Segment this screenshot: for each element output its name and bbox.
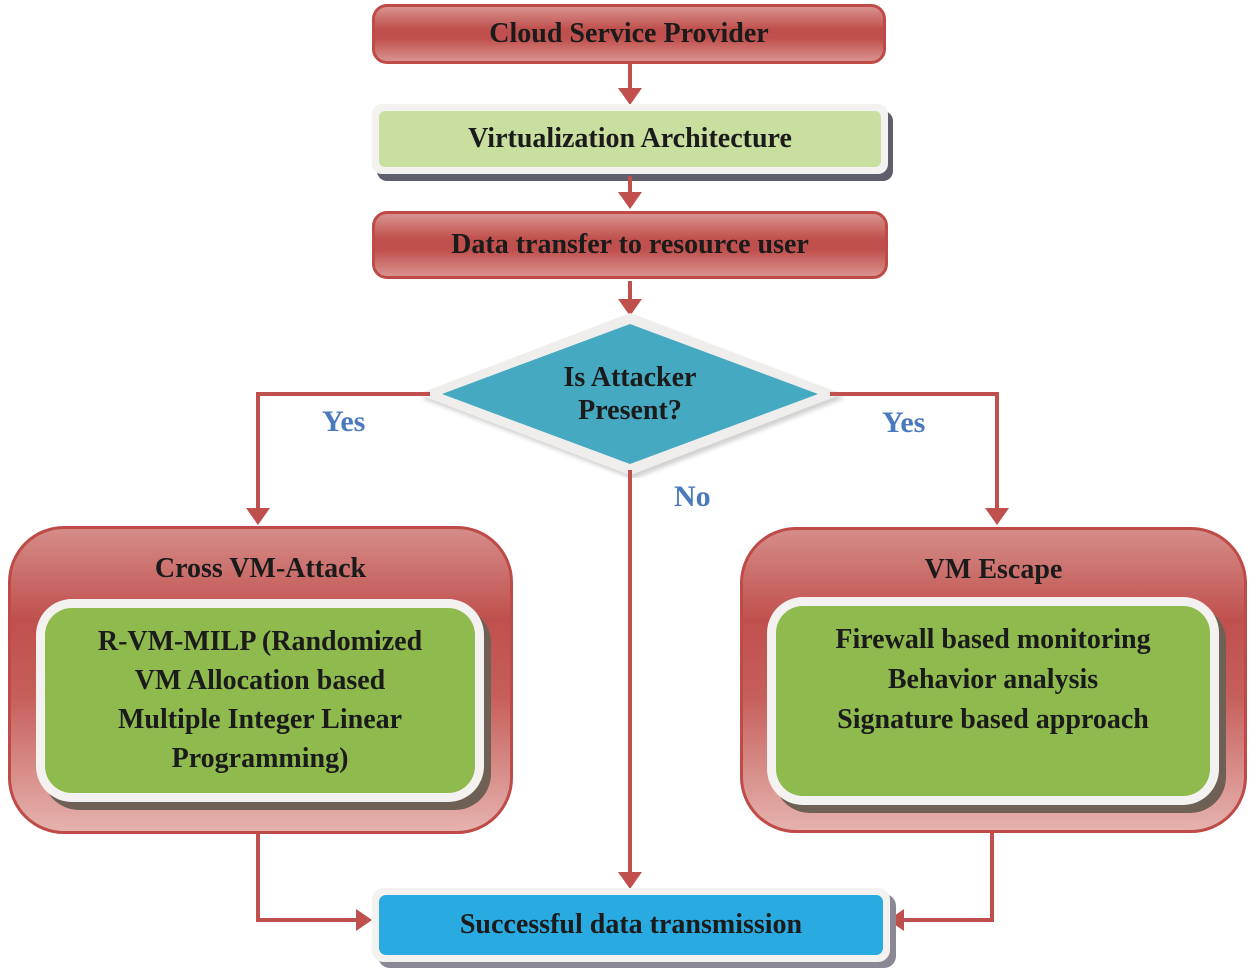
connector-line — [904, 918, 994, 922]
node-vm-escape-detail: Firewall based monitoring Behavior analy… — [776, 606, 1210, 796]
arrowhead-down — [246, 508, 270, 525]
node-data-transfer-label: Data transfer to resource user — [451, 229, 809, 260]
node-cross-vm-attack-detail: R-VM-MILP (Randomized VM Allocation base… — [45, 608, 475, 793]
node-cloud-service-provider: Cloud Service Provider — [372, 4, 886, 64]
node-vm-escape-title: VM Escape — [924, 554, 1063, 585]
node-successful-transmission-fill: Successful data transmission — [379, 895, 883, 955]
arrowhead-right — [356, 909, 372, 931]
decision-line1: Is Attacker — [563, 362, 697, 393]
node-cloud-service-provider-label: Cloud Service Provider — [489, 18, 769, 49]
node-virtualization-architecture-fill: Virtualization Architecture — [379, 111, 881, 167]
detail-line: Signature based approach — [837, 704, 1149, 735]
connector-line — [628, 176, 632, 194]
connector-line — [830, 392, 999, 396]
connector-line — [256, 392, 430, 396]
node-successful-transmission: Successful data transmission — [372, 888, 890, 962]
connector-line — [256, 834, 260, 922]
node-virtualization-architecture: Virtualization Architecture — [372, 104, 888, 174]
arrowhead-down — [618, 192, 642, 209]
arrowhead-down — [618, 88, 642, 105]
node-virtualization-architecture-label: Virtualization Architecture — [468, 123, 792, 154]
node-cross-vm-attack-title: Cross VM-Attack — [154, 553, 367, 584]
node-decision-diamond: Is Attacker Present? — [415, 310, 845, 478]
edge-label-yes-right: Yes — [882, 406, 926, 439]
decision-diamond-shape — [418, 313, 842, 475]
node-cross-vm-attack-panel: R-VM-MILP (Randomized VM Allocation base… — [36, 599, 484, 802]
node-vm-escape-panel: Firewall based monitoring Behavior analy… — [767, 597, 1219, 805]
arrowhead-down — [985, 508, 1009, 525]
node-successful-transmission-label: Successful data transmission — [459, 909, 803, 940]
connector-line — [990, 833, 994, 922]
node-data-transfer: Data transfer to resource user — [372, 211, 888, 279]
connector-line — [628, 281, 632, 301]
arrowhead-down — [618, 299, 642, 316]
connector-line — [995, 392, 999, 510]
edge-label-no: No — [674, 480, 711, 513]
edge-label-yes-left: Yes — [322, 405, 366, 438]
decision-diamond-text: Is Attacker Present? — [415, 310, 845, 478]
connector-line — [256, 392, 260, 510]
arrowhead-left — [888, 909, 904, 931]
detail-line: VM Allocation based — [134, 665, 386, 696]
connector-line — [628, 470, 632, 874]
connector-line — [256, 918, 358, 922]
detail-line: R-VM-MILP (Randomized — [97, 626, 423, 657]
arrowhead-down — [618, 872, 642, 889]
detail-line: Behavior analysis — [887, 664, 1099, 695]
connector-line — [628, 64, 632, 90]
detail-line: Programming) — [171, 743, 349, 774]
detail-line: Firewall based monitoring — [835, 624, 1151, 655]
detail-line: Multiple Integer Linear — [117, 704, 403, 735]
decision-line2: Present? — [578, 395, 682, 426]
